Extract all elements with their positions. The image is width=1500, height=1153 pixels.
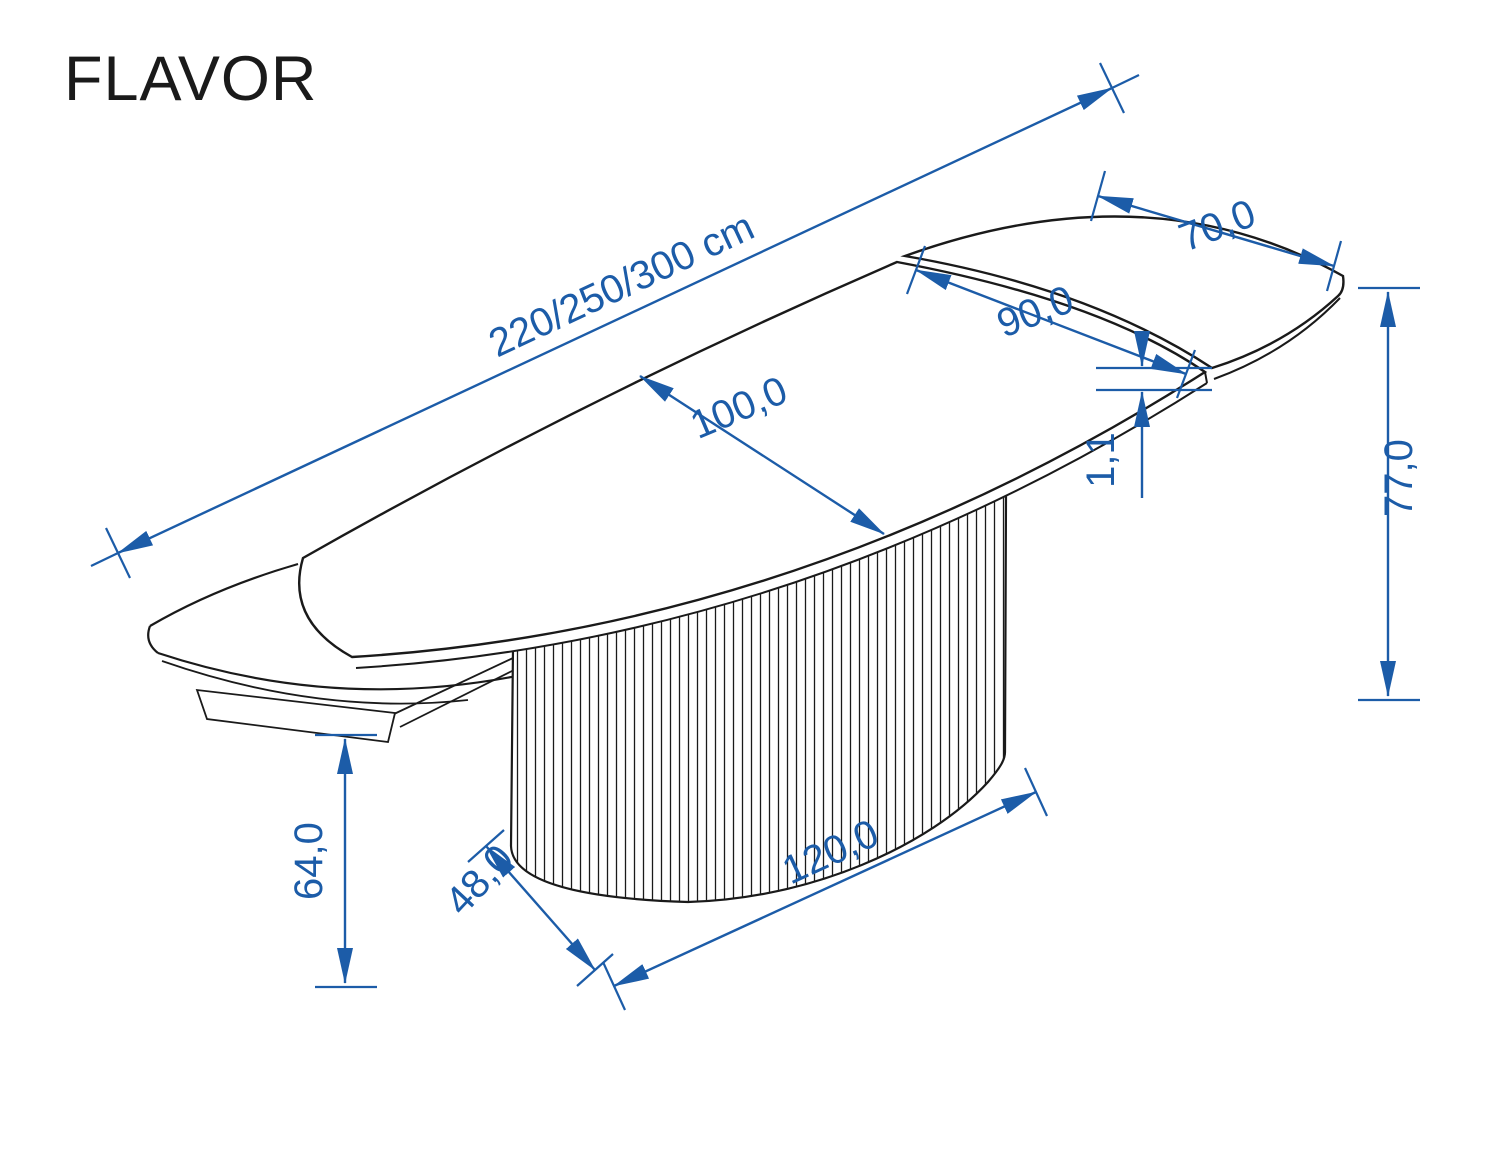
dim-underframe-clearance-label: 64,0 bbox=[287, 822, 331, 900]
dimension-line bbox=[639, 374, 885, 536]
left-leaf-underside-edge bbox=[161, 660, 469, 705]
tabletop-edge-cap bbox=[1204, 371, 1208, 384]
dimension-line bbox=[485, 845, 596, 971]
right-leaf-underside-edge bbox=[1213, 297, 1341, 380]
witness-tick bbox=[1089, 170, 1107, 222]
dimension-line bbox=[613, 790, 1037, 988]
left-leaf-far-edge bbox=[149, 562, 299, 627]
dimension-line bbox=[117, 86, 1113, 555]
witness-tick bbox=[1111, 74, 1140, 89]
dim-top-thickness-label: 1,1 bbox=[1079, 432, 1123, 488]
witness-tick bbox=[1325, 240, 1343, 292]
left-leaf-tip bbox=[147, 625, 159, 654]
dimension-line bbox=[1097, 194, 1335, 268]
witness-tick bbox=[1024, 767, 1048, 817]
dim-underframe-clearance: 64,0 bbox=[287, 733, 377, 989]
table-drawing bbox=[147, 215, 1345, 904]
leaf-support-bracket bbox=[195, 688, 397, 743]
dim-top-thickness: 1,1 bbox=[1079, 331, 1212, 498]
witness-tick bbox=[905, 245, 927, 295]
witness-tick bbox=[576, 953, 614, 987]
witness-tick bbox=[467, 829, 505, 863]
dim-table-height-label: 77,0 bbox=[1377, 439, 1421, 517]
extension-rail bbox=[399, 669, 515, 728]
product-title: FLAVOR bbox=[64, 44, 317, 114]
dim-table-height: 77,0 bbox=[1358, 286, 1421, 702]
witness-tick bbox=[602, 961, 626, 1011]
dim-base-depth-label: 48,0 bbox=[437, 837, 522, 924]
extension-rail bbox=[393, 657, 514, 715]
witness-tick bbox=[90, 552, 119, 567]
